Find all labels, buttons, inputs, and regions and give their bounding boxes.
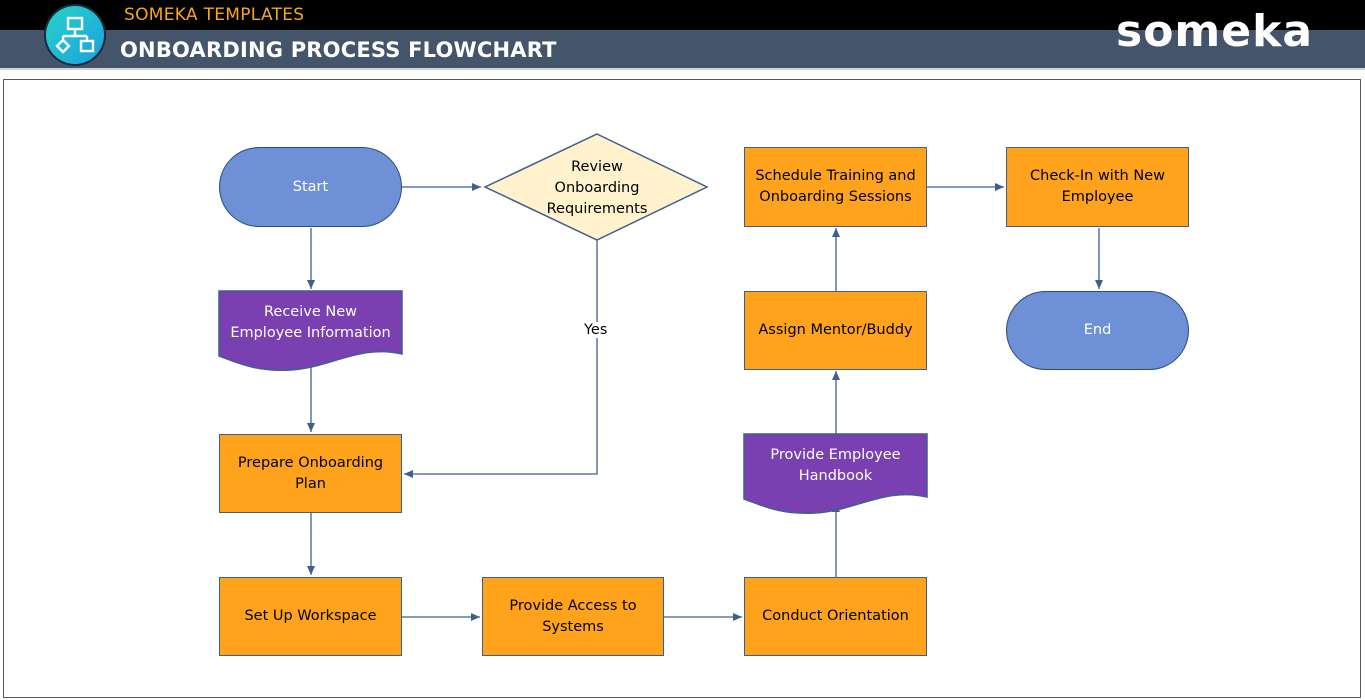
brand-name: SOMEKA TEMPLATES bbox=[124, 5, 305, 25]
provide-handbook-label: Provide Employee Handbook bbox=[770, 447, 901, 484]
header-top-bar bbox=[0, 0, 1365, 30]
prepare-plan-process: Prepare Onboarding Plan bbox=[219, 434, 402, 513]
end-terminal: End bbox=[1006, 291, 1189, 370]
header-divider bbox=[0, 68, 1365, 70]
yes-branch-label: Yes bbox=[582, 322, 610, 338]
page-title: ONBOARDING PROCESS FLOWCHART bbox=[120, 38, 557, 62]
provide-access-process: Provide Access to Systems bbox=[482, 577, 664, 656]
decision-label: Review Onboarding Requirements bbox=[546, 158, 648, 217]
someka-logo: someka bbox=[1116, 6, 1314, 57]
document-shape-handbook bbox=[743, 433, 928, 514]
flowchart-icon bbox=[46, 6, 104, 64]
document-shape-receive bbox=[218, 290, 403, 371]
decision-shape bbox=[483, 133, 709, 241]
arrow-decision-yes-to-prepare bbox=[404, 240, 598, 478]
start-terminal: Start bbox=[219, 147, 402, 227]
conduct-orientation-process: Conduct Orientation bbox=[744, 577, 927, 656]
assign-mentor-process: Assign Mentor/Buddy bbox=[744, 291, 927, 370]
schedule-training-process: Schedule Training and Onboarding Session… bbox=[744, 147, 927, 227]
setup-workspace-process: Set Up Workspace bbox=[219, 577, 402, 656]
header-title-bar bbox=[0, 30, 1365, 68]
receive-info-label: Receive New Employee Information bbox=[230, 304, 391, 341]
check-in-process: Check-In with New Employee bbox=[1006, 147, 1189, 227]
